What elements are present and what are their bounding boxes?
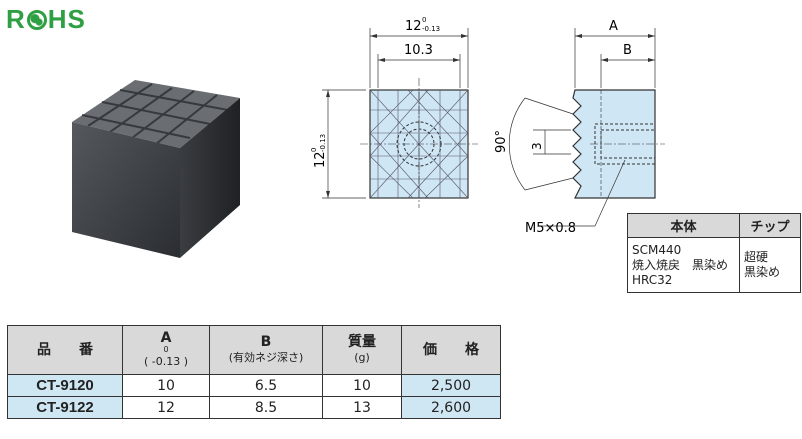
header-price: 価 格	[401, 325, 501, 375]
material-header-tip: チップ	[739, 213, 801, 238]
angle-dimension: 90°	[494, 130, 509, 153]
row-price: 2,600	[401, 396, 501, 419]
svg-text:-0.13: -0.13	[422, 25, 440, 33]
row-mass: 10	[322, 374, 402, 397]
row-mass: 13	[322, 396, 402, 419]
width-dimension: 12	[405, 19, 422, 34]
inner-dimension: 10.3	[404, 43, 433, 58]
header-b: B (有効ネジ深さ)	[209, 325, 323, 375]
table-row: CT-9122 12 8.5 13 2,600	[7, 396, 501, 419]
row-b: 6.5	[209, 374, 323, 397]
side-view-drawing: A B 90° 3 M5×0.8	[494, 19, 665, 236]
header-code: 品 番	[7, 325, 123, 375]
material-header-body: 本体	[627, 213, 740, 238]
table-row: CT-9120 10 6.5 10 2,500	[7, 374, 501, 397]
dimension-a: A	[609, 19, 618, 34]
row-code: CT-9120	[7, 374, 123, 397]
material-tip-cell: 超硬 黒染め	[739, 237, 801, 293]
rohs-letter-r: R	[6, 4, 26, 34]
pitch-dimension: 3	[530, 142, 544, 150]
thread-callout: M5×0.8	[525, 221, 576, 236]
globe-icon	[26, 10, 47, 30]
row-b: 8.5	[209, 396, 323, 419]
svg-text:0: 0	[422, 16, 426, 24]
rohs-logo: R HS	[6, 4, 86, 35]
row-a: 10	[122, 374, 210, 397]
svg-text:0: 0	[310, 148, 318, 152]
height-dimension: 12	[313, 151, 328, 168]
rohs-letters-hs: HS	[47, 4, 86, 34]
material-table: 本体 チップ SCM440 焼入焼戻 黒染め HRC32 超硬 黒染め	[627, 213, 801, 293]
dimension-b: B	[623, 43, 632, 58]
header-mass: 質量 (g)	[322, 325, 402, 375]
header-a: A 0 ( -0.13 )	[122, 325, 210, 375]
row-price: 2,500	[401, 374, 501, 397]
svg-text:-0.13: -0.13	[319, 134, 327, 152]
front-view-drawing: 12 0 -0.13 10.3 12 0 -0.13	[310, 16, 478, 208]
spec-table: 品 番 A 0 ( -0.13 ) B (有効ネジ深さ) 質量 (g) 価 格 …	[7, 325, 501, 419]
product-photo	[72, 80, 240, 258]
front-face	[72, 122, 180, 258]
row-a: 12	[122, 396, 210, 419]
material-body-cell: SCM440 焼入焼戻 黒染め HRC32	[627, 237, 740, 293]
side-face	[180, 98, 240, 258]
row-code: CT-9122	[7, 396, 123, 419]
